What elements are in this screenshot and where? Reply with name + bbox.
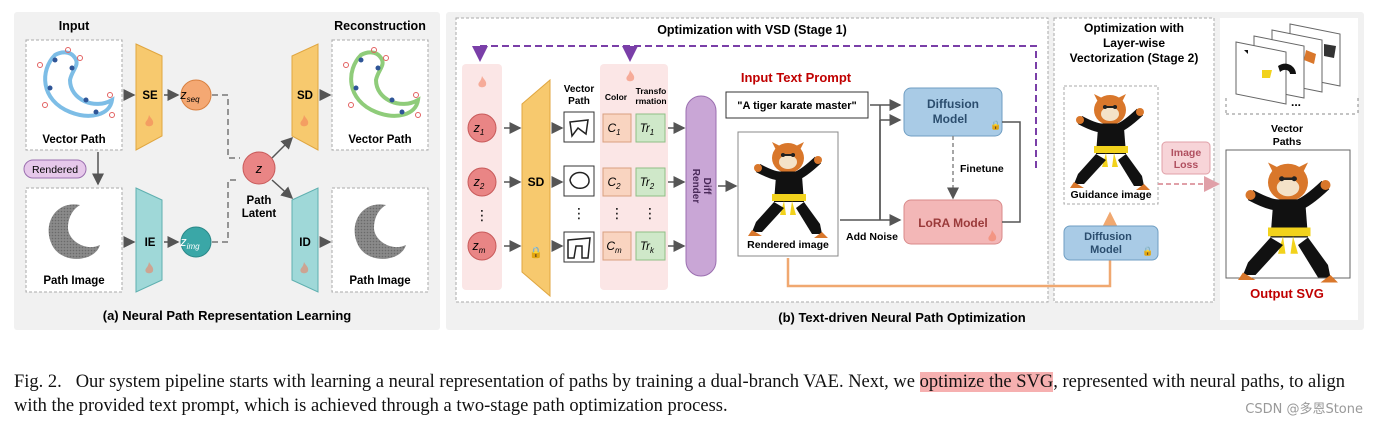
- caption-after: , represented with neural paths, to alig…: [14, 372, 1346, 416]
- se-encoder: [135, 43, 163, 151]
- svg-text:z1: z1: [473, 121, 485, 137]
- svg-text:Tr1: Tr1: [640, 123, 654, 137]
- rendered-pill: [23, 159, 87, 179]
- prompt-box: [725, 91, 869, 119]
- z-node: z1: [467, 113, 497, 143]
- panel-a: Input Vector Path Rendered Path Image SE…: [14, 12, 440, 330]
- transform-cell: Tr2: [635, 167, 666, 197]
- sd-decoder-b: [521, 78, 551, 298]
- panel-b: Optimization with VSD (Stage 1) Optimiza…: [446, 12, 1364, 330]
- id-decoder: [291, 187, 319, 293]
- guidance-image-label: Guidance image: [1070, 189, 1151, 201]
- layer-stack: ...: [1235, 23, 1341, 109]
- caption-before: Our system pipeline starts with learning…: [75, 372, 920, 392]
- svg-text:z2: z2: [473, 175, 485, 191]
- caption-highlight: optimize the SVG: [919, 372, 1054, 392]
- z-seq-node: [180, 79, 212, 111]
- layers-ellipsis: ...: [1291, 95, 1301, 109]
- output-moon-shape: [354, 204, 406, 259]
- figure-caption: Fig. 2. Our system pipeline starts with …: [14, 370, 1364, 418]
- z-label: z: [255, 161, 263, 176]
- image-loss-box: [1161, 141, 1211, 175]
- ie-label: IE: [145, 237, 156, 249]
- svg-text:zm: zm: [472, 239, 486, 255]
- diff-render-label: DiffRender: [690, 169, 712, 204]
- svg-text:Cm: Cm: [606, 239, 622, 255]
- input-moon-shape: [48, 204, 100, 259]
- transform-cell: Trk: [635, 231, 666, 261]
- rendered-label: Rendered: [32, 164, 78, 176]
- vector-path-label: Vector Path: [42, 134, 105, 146]
- se-label: SE: [142, 90, 158, 102]
- z-node: zm: [467, 231, 497, 261]
- color-cell: C1: [602, 113, 632, 143]
- vector-path-out-label: Vector Path: [348, 134, 411, 146]
- svg-text:Trk: Trk: [640, 241, 655, 255]
- stage1-title: Optimization with VSD (Stage 1): [657, 23, 847, 37]
- diffusion-model-2-box: [1063, 225, 1159, 261]
- color-ellipsis: ⋮: [610, 205, 624, 221]
- z-seq-label: zseq: [179, 88, 200, 104]
- path-image-out-label: Path Image: [349, 275, 410, 287]
- output-vector-path-shape: [343, 47, 421, 118]
- reconstruction-label: Reconstruction: [334, 19, 426, 33]
- vector-path-thumb: [563, 231, 595, 263]
- lock-icon: 🔒: [529, 246, 543, 259]
- add-noise-label: Add Noise: [846, 231, 898, 243]
- svg-text:Tr2: Tr2: [640, 177, 655, 191]
- svg-text:C1: C1: [607, 121, 620, 137]
- z-img-node: [180, 226, 212, 258]
- lora-model-label: LoRA Model: [918, 216, 988, 230]
- watermark: CSDN @多恩Stone: [1245, 402, 1363, 417]
- sd-decoder: [291, 43, 319, 151]
- output-svg-label: Output SVG: [1250, 286, 1324, 301]
- z-latent-node: [242, 151, 276, 185]
- vector-path-ellipsis: ⋮: [572, 205, 586, 221]
- color-cell: Cm: [602, 231, 632, 261]
- prompt-text: "A tiger karate master": [737, 100, 856, 112]
- input-vector-path-shape: [37, 47, 115, 118]
- path-image-label: Path Image: [43, 275, 104, 287]
- vector-path-thumb: [563, 165, 595, 197]
- color-cell: C2: [602, 167, 632, 197]
- caption-fig: Fig. 2.: [14, 372, 62, 392]
- svg-text:C2: C2: [607, 175, 621, 191]
- transform-ellipsis: ⋮: [643, 205, 657, 221]
- input-text-prompt-title: Input Text Prompt: [741, 70, 852, 85]
- feedback-arrow: [472, 45, 1037, 168]
- z-img-label: zimg: [179, 235, 200, 251]
- vector-path-thumb: [563, 111, 595, 143]
- z-ellipsis: ⋮: [475, 207, 489, 223]
- sd-b-label: SD: [528, 175, 545, 189]
- z-node: z2: [467, 167, 497, 197]
- diffusion-2-lock-icon: 🔒: [1142, 246, 1153, 256]
- panel-b-caption: (b) Text-driven Neural Path Optimization: [778, 310, 1026, 325]
- finetune-label: Finetune: [960, 163, 1004, 175]
- diff-render: [685, 95, 717, 277]
- ie-encoder: [135, 187, 163, 293]
- input-label: Input: [59, 19, 90, 33]
- panel-a-caption: (a) Neural Path Representation Learning: [103, 308, 352, 323]
- id-label: ID: [299, 237, 311, 249]
- transform-cell: Tr1: [635, 113, 666, 143]
- color-header: Color: [605, 92, 628, 102]
- diffusion-lock-icon: 🔒: [990, 120, 1001, 130]
- rendered-image-label: Rendered image: [747, 239, 829, 251]
- sd-label: SD: [297, 90, 313, 102]
